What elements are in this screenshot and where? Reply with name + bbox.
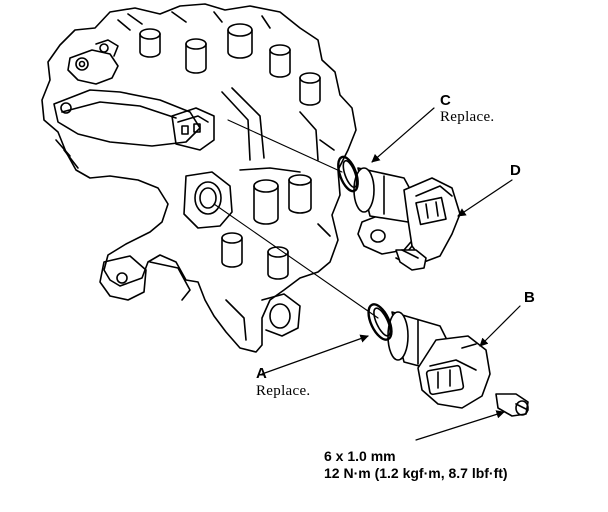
leader-b — [479, 305, 521, 347]
bolt-torque-spec: 12 N·m (1.2 kgf·m, 8.7 lbf·ft) — [324, 465, 508, 481]
callout-leaders — [261, 107, 521, 441]
callout-a-note: Replace. — [256, 383, 311, 399]
bolt-size-spec: 6 x 1.0 mm — [324, 448, 396, 464]
sensor-b — [387, 311, 491, 409]
callout-b-letter: B — [524, 289, 535, 306]
callout-a-letter: A — [256, 365, 267, 382]
alignment-lines — [213, 119, 379, 319]
callout-d-letter: D — [510, 162, 521, 179]
leader-c — [371, 107, 435, 163]
transmission-housing — [41, 3, 357, 353]
leader-bolt — [415, 410, 505, 441]
sensor-d — [353, 167, 461, 263]
o-ring-c — [337, 155, 359, 193]
alignment-line-lower — [213, 203, 379, 319]
leader-d — [457, 179, 513, 217]
callout-c-note: Replace. — [440, 109, 495, 125]
o-ring-a — [367, 303, 393, 341]
callout-c-letter: C — [440, 92, 451, 109]
alignment-line-upper — [227, 119, 343, 173]
bolt-upper — [395, 249, 427, 271]
leader-a — [261, 334, 369, 375]
